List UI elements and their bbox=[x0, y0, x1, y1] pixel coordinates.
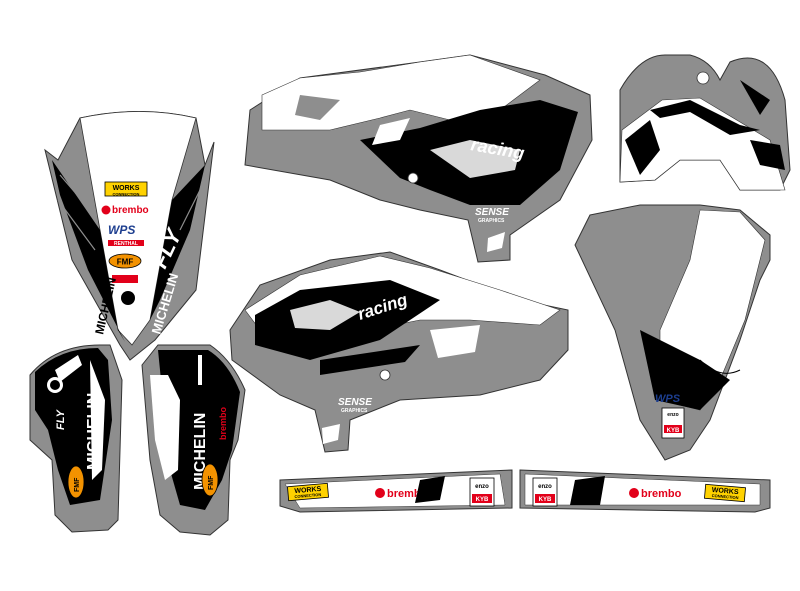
michelin-fork-left: MICHELIN bbox=[85, 393, 102, 470]
kyb-sw-right: KYB bbox=[539, 497, 552, 503]
swingarm-left-decal: WORKS CONNECTION brembo enzo KYB bbox=[279, 469, 513, 513]
brembo-swingarm-right: brembo bbox=[629, 488, 682, 500]
swingarm-right-decal: enzo KYB brembo WORKS CONNECTION bbox=[519, 469, 771, 513]
rear-fender-decal: WPS enzo KYB bbox=[574, 204, 771, 461]
works-logo-top: WORKS bbox=[113, 185, 140, 192]
kyb-sw-left: KYB bbox=[476, 497, 489, 503]
fmf-fork-right: FMF bbox=[208, 475, 215, 490]
sense-bottom-sub: GRAPHICS bbox=[341, 408, 368, 414]
sense-bottom: SENSE bbox=[338, 397, 372, 408]
wps-rear: WPS bbox=[655, 393, 681, 405]
sense-top-sub: GRAPHICS bbox=[478, 218, 505, 224]
brembo-sw-right: brembo bbox=[641, 488, 682, 500]
brembo-text: brembo bbox=[112, 205, 149, 216]
brembo-fork-right: brembo bbox=[218, 406, 228, 440]
side-panel-decal bbox=[619, 54, 791, 191]
fmf-text: FMF bbox=[117, 258, 134, 267]
wps-text: WPS bbox=[108, 223, 135, 237]
works-sw-left-top: WORKS bbox=[294, 486, 322, 495]
sense-top: SENSE bbox=[475, 207, 509, 218]
renthal-text: RENTHAL bbox=[114, 241, 138, 247]
sense-graphics-logo-bottom: SENSE GRAPHICS bbox=[338, 397, 372, 414]
works-connection-swingarm-left: WORKS CONNECTION bbox=[287, 482, 329, 502]
works-sw-right-bottom: CONNECTION bbox=[712, 493, 739, 500]
wps-logo-rear: WPS bbox=[655, 393, 681, 405]
enzo-sw-right: enzo bbox=[538, 484, 552, 490]
fly-fork-left: FLY bbox=[55, 408, 67, 430]
shroud-top-decal: racing SENSE GRAPHICS bbox=[244, 54, 593, 263]
works-sw-right-top: WORKS bbox=[711, 487, 739, 496]
fork-guard-left-decal: MICHELIN FLY FMF bbox=[29, 344, 123, 533]
kyb-rear: KYB bbox=[667, 428, 680, 434]
skull-logo bbox=[121, 291, 135, 305]
works-sw-left-bottom: CONNECTION bbox=[294, 492, 321, 499]
shroud-bottom-decal: racing SENSE GRAPHICS bbox=[229, 251, 569, 453]
wps-logo: WPS bbox=[108, 223, 135, 237]
renthal-logo: RENTHAL bbox=[108, 240, 144, 247]
works-connection-logo: WORKS CONNECTION bbox=[104, 181, 148, 197]
kyb-logo-small bbox=[112, 275, 138, 283]
fmf-fork-left: FMF bbox=[74, 477, 81, 492]
works-connection-swingarm-right: WORKS CONNECTION bbox=[704, 483, 746, 503]
enzo-rear: enzo bbox=[667, 412, 678, 418]
enzo-sw-left: enzo bbox=[475, 484, 489, 490]
fork-guard-right-decal: MICHELIN brembo FMF bbox=[141, 344, 246, 536]
works-logo-bottom: CONNECTION bbox=[113, 192, 140, 197]
fmf-logo: FMF bbox=[108, 253, 142, 269]
brembo-logo: brembo bbox=[101, 205, 149, 216]
front-fender-decal: WORKS CONNECTION brembo WPS RENTHAL FMF … bbox=[44, 111, 215, 361]
enzo-kyb-logo-rear: enzo KYB bbox=[661, 407, 685, 439]
enzo-kyb-swingarm-left: enzo KYB bbox=[469, 477, 495, 507]
enzo-kyb-swingarm-right: enzo KYB bbox=[532, 477, 558, 507]
sense-graphics-logo-top: SENSE GRAPHICS bbox=[475, 207, 509, 224]
